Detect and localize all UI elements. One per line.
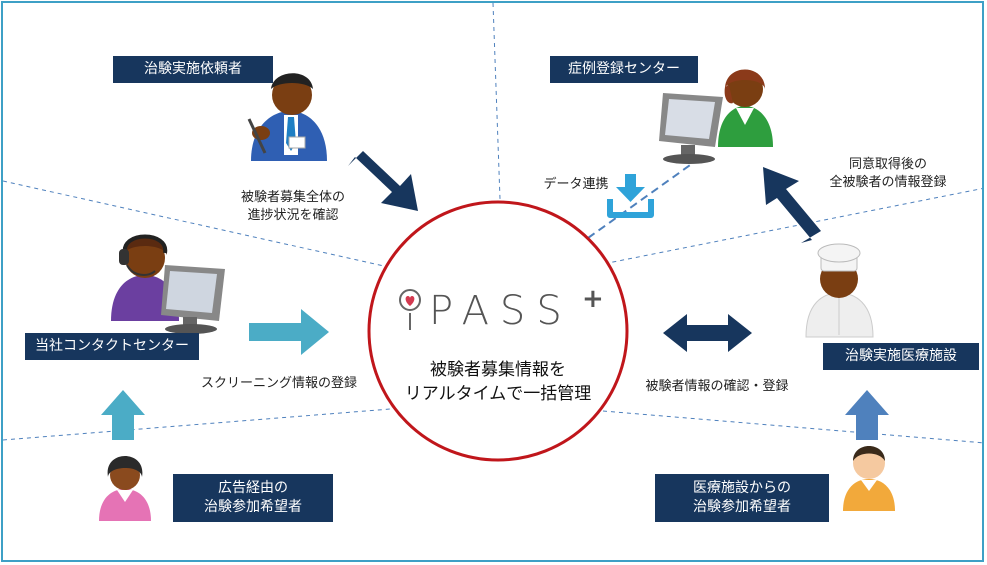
- download-icon: [607, 174, 654, 218]
- label-ad-applicants-line1: 広告経由の: [218, 480, 288, 496]
- arrow-ad-up: [101, 390, 145, 440]
- center-caption-line2: リアルタイムで一括管理: [404, 384, 592, 404]
- divider-right-upper: [607, 188, 982, 264]
- divider-right-lower: [602, 410, 982, 444]
- logo-text: PASS: [429, 288, 573, 334]
- pin-heart-icon: [399, 289, 421, 330]
- partition-lines: [3, 3, 982, 444]
- arrow-sponsor-to-center: [348, 151, 418, 211]
- label-sponsor: 治験実施依頼者: [113, 56, 273, 83]
- divider-top-vertical: [492, 3, 501, 200]
- arrow-double-horizontal: [663, 314, 752, 352]
- label-ad-applicants: 広告経由の 治験参加希望者: [173, 474, 333, 522]
- logo-plus: +: [582, 284, 604, 314]
- arrow-site-applicant-up: [845, 390, 889, 440]
- sponsor-person-icon: [247, 73, 327, 161]
- label-site-applicants-line1: 医療施設からの: [693, 480, 791, 496]
- label-site-applicants: 医療施設からの 治験参加希望者: [655, 474, 829, 522]
- label-ad-applicants-line2: 治験参加希望者: [204, 499, 302, 515]
- flow-consent-registration-line2: 全被験者の情報登録: [829, 175, 947, 190]
- flow-consent-registration-line1: 同意取得後の: [848, 157, 927, 172]
- label-registration-center: 症例登録センター: [550, 56, 698, 83]
- registrar-computer-icon: [659, 69, 773, 164]
- flow-consent-registration: 同意取得後の 全被験者の情報登録: [803, 156, 973, 192]
- center-caption-line1: 被験者募集情報を: [430, 360, 566, 380]
- flow-progress-check: 被験者募集全体の 進捗状況を確認: [215, 189, 371, 225]
- label-medical-site: 治験実施医療施設: [823, 343, 979, 370]
- flow-progress-check-line1: 被験者募集全体の: [240, 190, 345, 205]
- female-applicant-icon: [99, 456, 151, 521]
- data-link-dash: [587, 162, 694, 239]
- flow-data-link: データ連携: [543, 177, 609, 192]
- flow-progress-check-line2: 進捗状況を確認: [247, 208, 339, 223]
- diagram-canvas: [3, 3, 982, 521]
- pass-plus-logo: PASS +: [391, 284, 606, 336]
- chef-doctor-icon: [805, 243, 874, 338]
- flow-screening-registration: スクリーニング情報の登録: [200, 376, 357, 391]
- divider-left-lower: [3, 407, 404, 441]
- center-caption: 被験者募集情報を リアルタイムで一括管理: [398, 358, 598, 406]
- divider-left-upper: [3, 180, 394, 269]
- central-circle: [367, 200, 629, 462]
- arrow-site-to-registration: [763, 167, 821, 243]
- arrow-screening-right: [249, 309, 329, 355]
- operator-headset-icon: [111, 234, 225, 334]
- male-applicant-icon: [843, 446, 895, 511]
- flow-subject-confirm-register: 被験者情報の確認・登録: [645, 379, 789, 394]
- label-contact-center: 当社コンタクトセンター: [25, 333, 199, 360]
- label-site-applicants-line2: 治験参加希望者: [693, 499, 791, 515]
